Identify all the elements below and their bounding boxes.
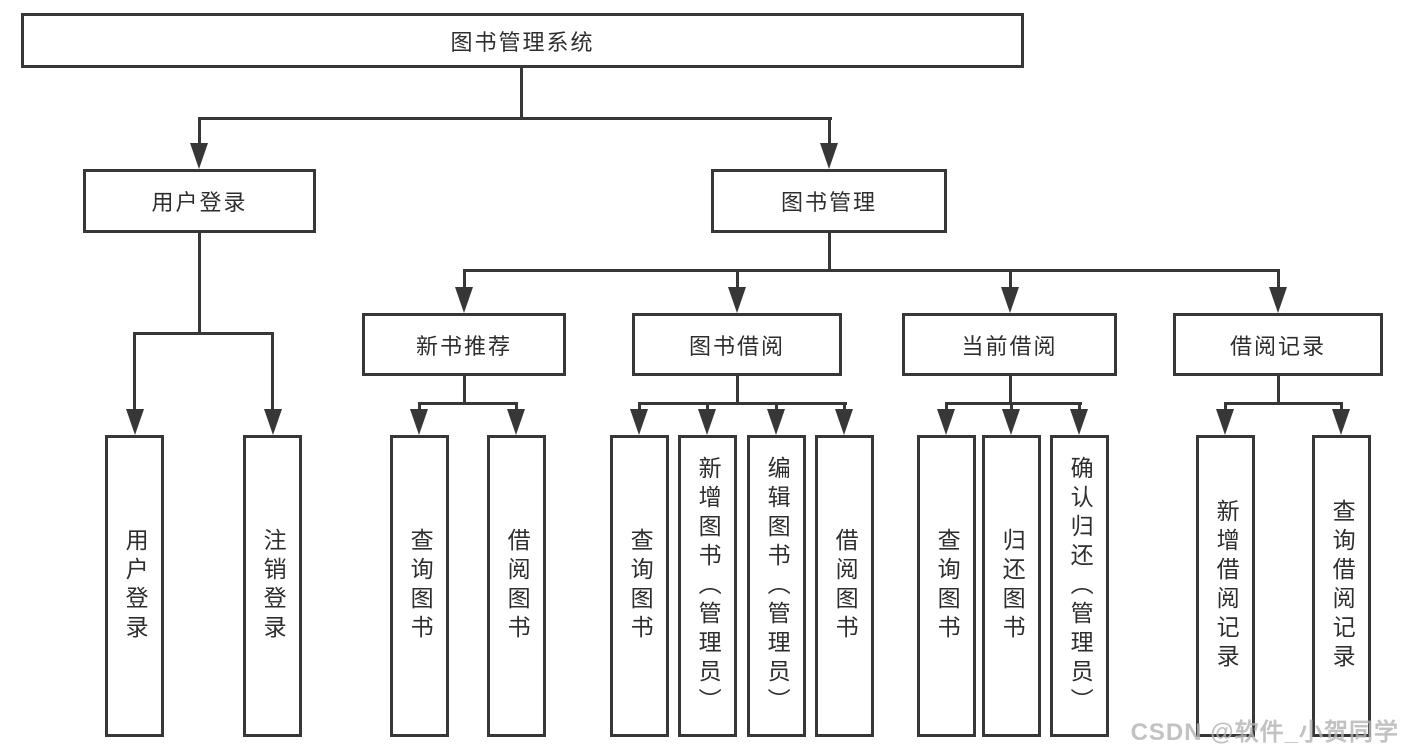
node-borrow-records-label: 借阅记录 (1229, 333, 1326, 359)
arrow-down-icon (820, 143, 838, 169)
leaf-borrow-books-recommend: 借阅图书 (487, 435, 546, 737)
arrow-stem (198, 117, 201, 146)
arrow-down-icon (630, 409, 648, 435)
arrow-stem (706, 402, 709, 412)
arrow-down-icon (728, 287, 746, 313)
leaf-query-books-recommend-label: 查询图书 (407, 528, 434, 644)
arrow-down-icon (1002, 409, 1020, 435)
leaf-add-borrow-record: 新增借阅记录 (1196, 435, 1255, 737)
horizontal-line (945, 402, 1082, 405)
horizontal-line (463, 269, 1280, 272)
leaf-logout-label: 注销登录 (260, 528, 287, 644)
arrow-stem (133, 332, 136, 410)
arrow-down-icon (767, 409, 785, 435)
arrow-down-icon (1216, 409, 1234, 435)
leaf-borrow-books-label: 借阅图书 (832, 528, 859, 644)
arrow-down-icon (126, 409, 144, 435)
arrow-stem (638, 402, 641, 412)
leaf-query-borrow-record: 查询借阅记录 (1312, 435, 1371, 737)
arrow-stem (828, 117, 831, 146)
leaf-add-book-admin: 新增图书（管理员） (678, 435, 737, 737)
leaf-borrow-books: 借阅图书 (815, 435, 874, 737)
horizontal-line (638, 402, 847, 405)
leaf-query-books-borrow: 查询图书 (610, 435, 669, 737)
leaf-edit-book-admin-label: 编辑图书（管理员） (764, 455, 791, 717)
node-root-label: 图书管理系统 (450, 29, 595, 55)
leaf-return-book: 归还图书 (982, 435, 1041, 737)
leaf-user-login: 用户登录 (105, 435, 164, 737)
arrow-down-icon (264, 409, 282, 435)
arrow-stem (1340, 402, 1343, 412)
horizontal-line (133, 332, 274, 335)
leaf-query-books-current: 查询图书 (917, 435, 976, 737)
arrow-stem (1009, 269, 1012, 289)
vertical-line (463, 376, 466, 404)
watermark: CSDN @软件_小贺同学 (1130, 719, 1399, 746)
arrow-stem (843, 402, 846, 412)
leaf-confirm-return-admin: 确认归还（管理员） (1050, 435, 1109, 737)
arrow-stem (736, 269, 739, 289)
arrow-down-icon (190, 143, 208, 169)
vertical-line (520, 68, 523, 119)
vertical-line (736, 376, 739, 404)
leaf-borrow-books-recommend-label: 借阅图书 (504, 528, 531, 644)
leaf-edit-book-admin: 编辑图书（管理员） (747, 435, 806, 737)
node-new-book-recommend-label: 新书推荐 (415, 333, 512, 359)
node-book-management-label: 图书管理 (780, 190, 877, 215)
vertical-line (1277, 376, 1280, 404)
leaf-add-book-admin-label: 新增图书（管理员） (695, 455, 722, 717)
arrow-down-icon (455, 287, 473, 313)
vertical-line (198, 232, 201, 335)
arrow-stem (1078, 402, 1081, 412)
leaf-user-login-label: 用户登录 (122, 528, 149, 644)
leaf-query-borrow-record-label: 查询借阅记录 (1329, 499, 1356, 673)
arrow-stem (271, 332, 274, 410)
node-book-borrow: 图书借阅 (632, 313, 842, 376)
node-book-borrow-label: 图书借阅 (688, 333, 785, 359)
leaf-query-books-recommend: 查询图书 (390, 435, 449, 737)
arrow-down-icon (1001, 287, 1019, 313)
leaf-logout: 注销登录 (243, 435, 302, 737)
arrow-stem (945, 402, 948, 412)
horizontal-line (198, 117, 832, 120)
horizontal-line (1224, 402, 1343, 405)
horizontal-line (418, 402, 518, 405)
arrow-down-icon (1332, 409, 1350, 435)
leaf-confirm-return-admin-label: 确认归还（管理员） (1067, 455, 1094, 717)
node-root-system: 图书管理系统 (21, 13, 1024, 68)
leaf-query-books-borrow-label: 查询图书 (627, 528, 654, 644)
node-current-borrow-label: 当前借阅 (961, 333, 1058, 359)
arrow-stem (1010, 402, 1013, 412)
node-current-borrow: 当前借阅 (902, 313, 1117, 376)
node-borrow-records: 借阅记录 (1173, 313, 1383, 376)
leaf-return-book-label: 归还图书 (999, 528, 1026, 644)
arrow-down-icon (410, 409, 428, 435)
arrow-down-icon (1070, 409, 1088, 435)
leaf-query-books-current-label: 查询图书 (934, 528, 961, 644)
node-user-login: 用户登录 (83, 169, 316, 233)
arrow-stem (1277, 269, 1280, 289)
node-book-management: 图书管理 (711, 169, 947, 233)
arrow-down-icon (1269, 287, 1287, 313)
arrow-stem (775, 402, 778, 412)
arrow-down-icon (937, 409, 955, 435)
arrow-down-icon (507, 409, 525, 435)
node-user-login-label: 用户登录 (151, 190, 248, 215)
arrow-stem (463, 269, 466, 289)
vertical-line (1009, 376, 1012, 404)
node-new-book-recommend: 新书推荐 (362, 313, 566, 376)
vertical-line (828, 232, 831, 272)
arrow-stem (418, 402, 421, 412)
arrow-stem (515, 402, 518, 412)
leaf-add-borrow-record-label: 新增借阅记录 (1213, 499, 1240, 673)
arrow-stem (1224, 402, 1227, 412)
arrow-down-icon (698, 409, 716, 435)
arrow-down-icon (835, 409, 853, 435)
